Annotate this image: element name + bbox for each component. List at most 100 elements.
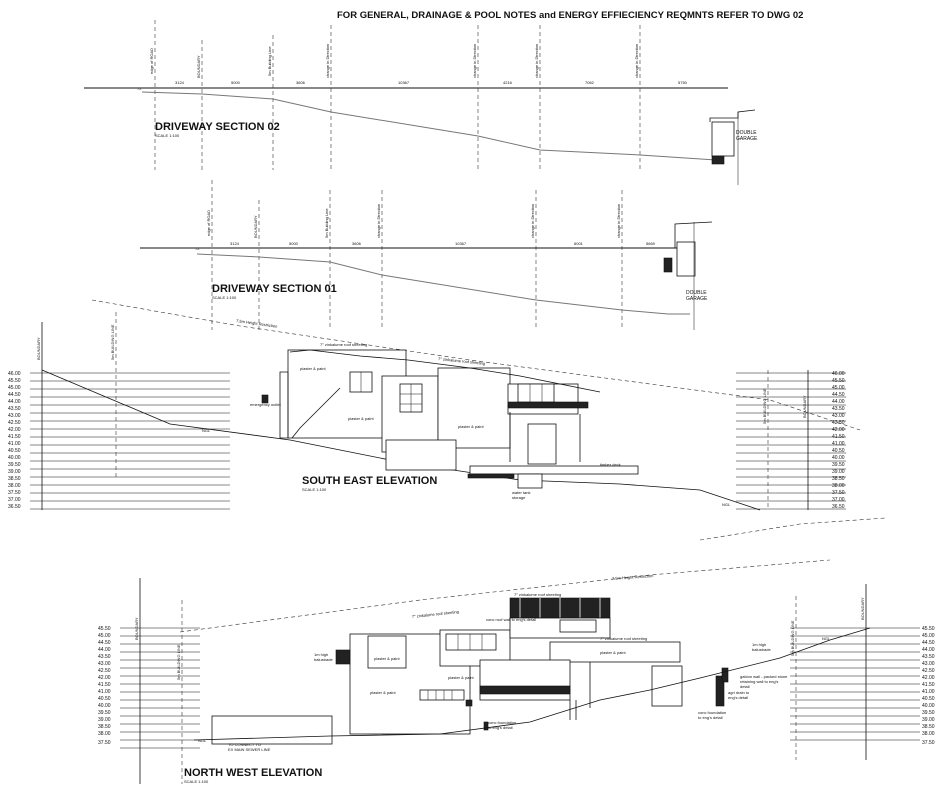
outlet [465,699,473,707]
sewer-label: EX MAIN SEWER LINE [228,747,271,752]
window [559,619,597,633]
water-tank [517,473,543,489]
boundary-label: BOUNDARY [36,337,41,360]
level-label: 41.50 [922,682,935,688]
elevation-scale: SCALE 1:100 [184,779,209,784]
height-restriction-line [91,299,861,431]
general-note: FOR GENERAL, DRAINAGE & POOL NOTES and E… [337,10,803,21]
level-label: 38.50 [832,476,845,482]
section-title: DRIVEWAY SECTION 02 [155,121,280,133]
level-label: 39.00 [832,469,845,475]
level-label: 37.00 [832,497,845,503]
marker-change-direction: change in Direction [634,44,639,78]
foundation-label: conc foundation [698,710,726,715]
marker-boundary: BOUNDARY [253,215,258,238]
window [445,633,497,651]
level-label: 43.50 [8,406,21,412]
level-label: 39.00 [8,469,21,475]
driveway-section-02: 72 edge of ROAD BOUNDARY 5m Building Lin… [84,20,758,185]
stair-wall [279,371,289,439]
level-lines-left [30,372,230,510]
boundary-label: BOUNDARY [860,597,865,620]
level-label: 38.50 [98,724,111,730]
house-se [261,349,639,489]
right-volume [437,367,511,449]
roof-note: 7° zinkalume roof sheeting [438,356,485,366]
level-label: 45.50 [922,626,935,632]
level-label: 43.50 [832,406,845,412]
level-label: 38.00 [98,731,111,737]
level-label: 42.00 [922,675,935,681]
marker-change-direction: change in Direction [325,44,330,78]
balustrade-label: balustrade [752,647,771,652]
roof-note: 7° zinkalume roof sheeting [600,636,647,641]
section-scale: SCALE 1:100 [212,295,237,300]
driveway-grade [196,253,690,315]
gabion-label: retaining wall to eng's [740,679,778,684]
section-title: DRIVEWAY SECTION 01 [212,283,337,295]
material-label: plaster & paint [348,416,374,421]
level-label: 42.50 [832,420,845,426]
tank-label: storage [512,495,526,500]
foundation-label: to eng's detail [698,715,723,720]
level-label: 41.50 [98,682,111,688]
level-label: 40.00 [832,455,845,461]
driveway-grade [141,91,717,161]
dim-value: 10367 [398,80,410,85]
agri-drain-label: agri drain to [728,690,750,695]
level-label: 44.50 [922,640,935,646]
driveway-section-01: 72 edge of ROAD BOUNDARY 5m Building Lin… [140,180,713,330]
marker-change-direction: change in Direction [530,204,535,238]
material-label: plaster & paint [600,650,626,655]
height-restriction-line [179,559,831,633]
garage-roof [709,109,756,122]
building-line-label: 5m BUILDING LINE [176,644,181,680]
north-west-elevation: 7.5m Height Restriction 45.50 45.00 44.5… [98,517,935,784]
conc-foundation [483,721,489,731]
window [367,635,407,669]
balustrade-label: balustrade [314,657,333,662]
level-label: 46.00 [832,371,845,377]
garage-wall [711,121,735,157]
level-label: 37.00 [8,497,21,503]
level-label: 42.00 [832,427,845,433]
level-label: 46.00 [8,371,21,377]
natural-ground-line [193,627,871,741]
elevation-title: NORTH WEST ELEVATION [184,767,322,779]
gabion-label: gabion wall - packed stone [740,674,788,679]
level-label: 44.00 [8,399,21,405]
gabion-label: detail [740,684,750,689]
natural-ground-line [41,369,761,511]
dim-value: 5000 [231,80,241,85]
dim-value: 10367 [455,241,467,246]
level-label: 44.50 [8,392,21,398]
level-label: 43.00 [8,413,21,419]
outlet-label: emergency outlet [250,402,282,407]
south-east-elevation: 46.00 45.50 45.00 44.50 44.00 43.50 43.0… [8,299,861,511]
garage-footing [711,155,725,165]
roof-line [289,349,601,393]
material-label: plaster & paint [458,424,484,429]
level-label: 38.00 [8,483,21,489]
level-tag: 72 [195,246,200,251]
marker-edge-of-road: edge of ROAD [149,48,154,74]
level-label: 43.50 [922,654,935,660]
level-label: 43.00 [98,661,111,667]
balustrade-label: 1m high [314,652,328,657]
dim-value: 6001 [574,241,584,246]
level-label: 45.00 [832,385,845,391]
dim-value: 5000 [289,241,299,246]
pier [527,423,557,465]
agri-drain-label: eng's detail [728,695,748,700]
level-label: 39.50 [8,462,21,468]
level-label: 40.50 [98,696,111,702]
material-label: plaster & paint [300,366,326,371]
level-label: 37.50 [832,490,845,496]
balcony-slab [507,401,589,409]
level-label: 37.50 [922,740,935,746]
level-label: 43.00 [922,661,935,667]
level-label: 39.00 [922,717,935,723]
level-label: 42.50 [98,668,111,674]
dim-value: 3124 [175,80,185,85]
house-nw [211,597,729,745]
